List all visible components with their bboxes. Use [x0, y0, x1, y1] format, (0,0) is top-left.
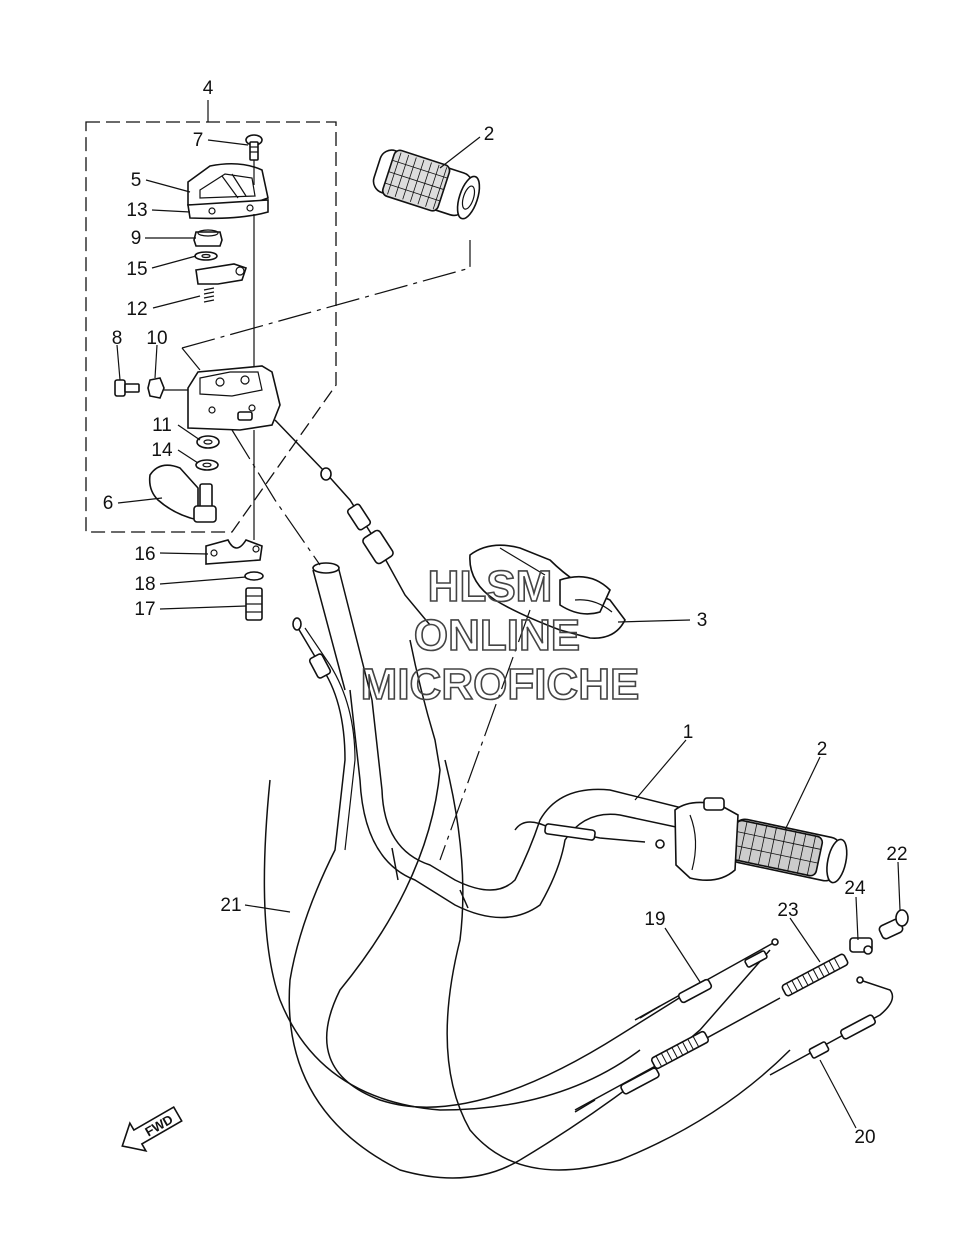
callout-12: 12	[126, 299, 147, 320]
callout-6: 6	[103, 493, 114, 514]
throttle-housing-part	[187, 365, 281, 431]
callout-11: 11	[152, 415, 172, 436]
fwd-arrow-icon: FWD	[121, 1105, 183, 1152]
leader-lines	[116, 100, 901, 1129]
alignment-line-d	[439, 609, 531, 861]
callout-5: 5	[131, 170, 142, 191]
gasket-13-part	[187, 199, 269, 220]
watermark-line-2: ONLINE	[414, 611, 580, 660]
nut-10-part	[147, 377, 165, 399]
callout-19: 19	[644, 909, 665, 930]
cable-21-part	[288, 617, 521, 1179]
assembly-4-boundary	[85, 121, 337, 533]
watermark-line-3: MICROFICHE	[361, 660, 640, 709]
watermark-line-1: HLSM	[428, 562, 553, 611]
callout-2-lower: 2	[817, 739, 828, 760]
callout-labels: 4 7 5 13 9 15 12 8 10 11 14 6 16 18 17 2…	[103, 78, 908, 1148]
washer-15-part	[194, 251, 218, 261]
spring-12-part	[203, 287, 215, 303]
washer-11-part	[196, 435, 220, 449]
alignment-line-c	[181, 347, 201, 371]
callout-18: 18	[134, 574, 155, 595]
watermark: HLSM ONLINE MICROFICHE	[360, 561, 640, 710]
thumb-lever-6-part	[148, 464, 217, 523]
joint-24-part	[849, 937, 873, 955]
grip-upper-part	[372, 149, 481, 220]
callout-10: 10	[146, 328, 167, 349]
callout-14: 14	[151, 440, 173, 461]
callout-2-upper: 2	[484, 124, 495, 145]
callout-24: 24	[844, 878, 866, 899]
callout-16: 16	[134, 544, 155, 565]
right-switch-housing	[674, 797, 739, 881]
cable-23-part	[574, 953, 849, 1113]
alignment-line-a	[231, 429, 321, 566]
alignment-line-b	[181, 240, 471, 349]
grip-lower-part	[728, 818, 848, 884]
callout-1: 1	[683, 722, 694, 743]
cable-19-part	[634, 938, 779, 1021]
throttle-cable-part	[274, 419, 431, 626]
washer-14-part	[195, 459, 219, 471]
clamp-16-part	[205, 539, 263, 565]
throttle-cover-part	[469, 544, 626, 639]
callout-4: 4	[203, 78, 214, 99]
callout-3: 3	[697, 610, 708, 631]
callout-21: 21	[220, 895, 241, 916]
callout-15: 15	[126, 259, 147, 280]
screw-7-part	[245, 134, 263, 161]
bolt-8-part	[114, 379, 140, 397]
callout-9: 9	[131, 228, 142, 249]
cover-5-part	[187, 162, 269, 206]
callout-17: 17	[134, 599, 155, 620]
nut-9-part	[193, 229, 223, 247]
lever-arm-part	[195, 263, 248, 285]
washer-18-part	[244, 571, 264, 581]
callout-8: 8	[112, 328, 123, 349]
bolt-17-part	[245, 587, 263, 621]
callout-13: 13	[126, 200, 147, 221]
handlebar-part	[312, 562, 691, 919]
callout-20: 20	[854, 1127, 875, 1148]
cable-20-part	[769, 976, 894, 1076]
cable-loops	[263, 639, 791, 1171]
callout-23: 23	[777, 900, 798, 921]
callout-7: 7	[193, 130, 204, 151]
adjuster-22-part	[878, 909, 909, 940]
callout-22: 22	[886, 844, 907, 865]
